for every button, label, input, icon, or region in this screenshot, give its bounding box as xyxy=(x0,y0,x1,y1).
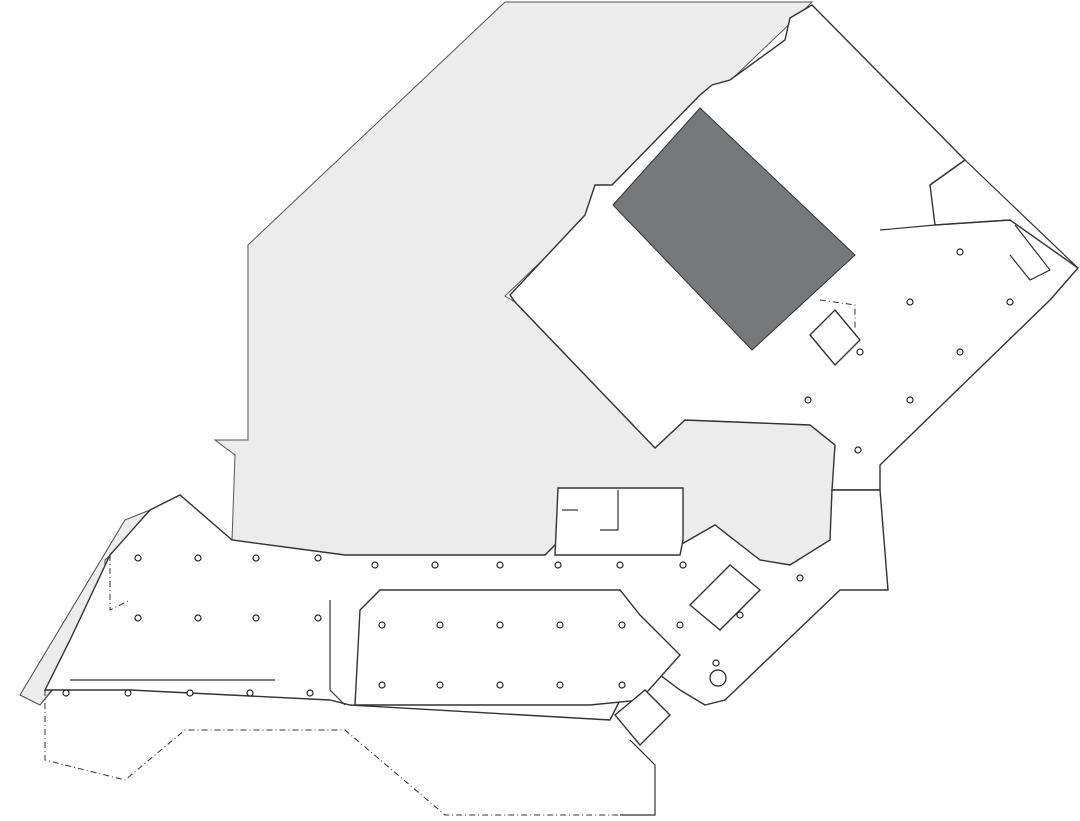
interior-wall xyxy=(929,159,1079,269)
column-marker xyxy=(906,396,914,404)
column-marker xyxy=(194,554,202,562)
column-marker xyxy=(496,681,504,689)
column-marker xyxy=(496,561,504,569)
interior-wall xyxy=(329,600,346,706)
column-marker xyxy=(371,561,379,569)
column-marker xyxy=(314,554,322,562)
column-marker xyxy=(556,621,564,629)
interior-wall xyxy=(1009,224,1051,281)
column-marker xyxy=(252,554,260,562)
column-marker xyxy=(618,681,626,689)
column-marker xyxy=(306,689,314,697)
column-marker xyxy=(554,561,562,569)
column-marker xyxy=(616,561,624,569)
stair xyxy=(809,308,861,367)
stair xyxy=(614,689,671,747)
dashed-boundary xyxy=(819,299,856,330)
column-markers xyxy=(62,248,1014,697)
column-marker xyxy=(124,689,132,697)
interior-wall xyxy=(879,219,1011,231)
highlighted-room xyxy=(612,107,856,351)
column-marker xyxy=(676,621,684,629)
restrooms xyxy=(554,487,684,556)
column-marker xyxy=(956,348,964,356)
column-marker xyxy=(854,446,862,454)
site-boundary xyxy=(832,489,889,591)
column-marker xyxy=(314,614,322,622)
column-marker xyxy=(186,689,194,697)
stall-divider xyxy=(600,490,619,531)
column-marker-large xyxy=(709,669,727,687)
column-marker xyxy=(436,681,444,689)
column-marker xyxy=(618,621,626,629)
column-marker xyxy=(679,561,687,569)
column-marker xyxy=(194,614,202,622)
column-marker xyxy=(712,659,720,667)
column-marker xyxy=(804,396,812,404)
column-marker xyxy=(62,689,70,697)
column-marker xyxy=(431,561,439,569)
service-corridor xyxy=(688,564,762,631)
column-marker xyxy=(906,298,914,306)
column-marker xyxy=(246,689,254,697)
site-boundary xyxy=(44,690,620,816)
column-marker xyxy=(796,574,804,582)
column-marker xyxy=(1006,298,1014,306)
column-marker xyxy=(736,611,744,619)
column-marker xyxy=(252,614,260,622)
column-marker xyxy=(556,681,564,689)
column-marker xyxy=(956,248,964,256)
stair-run xyxy=(620,739,656,816)
column-marker xyxy=(378,621,386,629)
column-marker xyxy=(496,621,504,629)
column-marker xyxy=(856,348,864,356)
column-marker xyxy=(436,621,444,629)
column-marker xyxy=(378,681,386,689)
column-marker xyxy=(134,614,142,622)
site-boundary xyxy=(109,555,131,611)
column-marker xyxy=(134,554,142,562)
ballroom xyxy=(354,589,681,706)
